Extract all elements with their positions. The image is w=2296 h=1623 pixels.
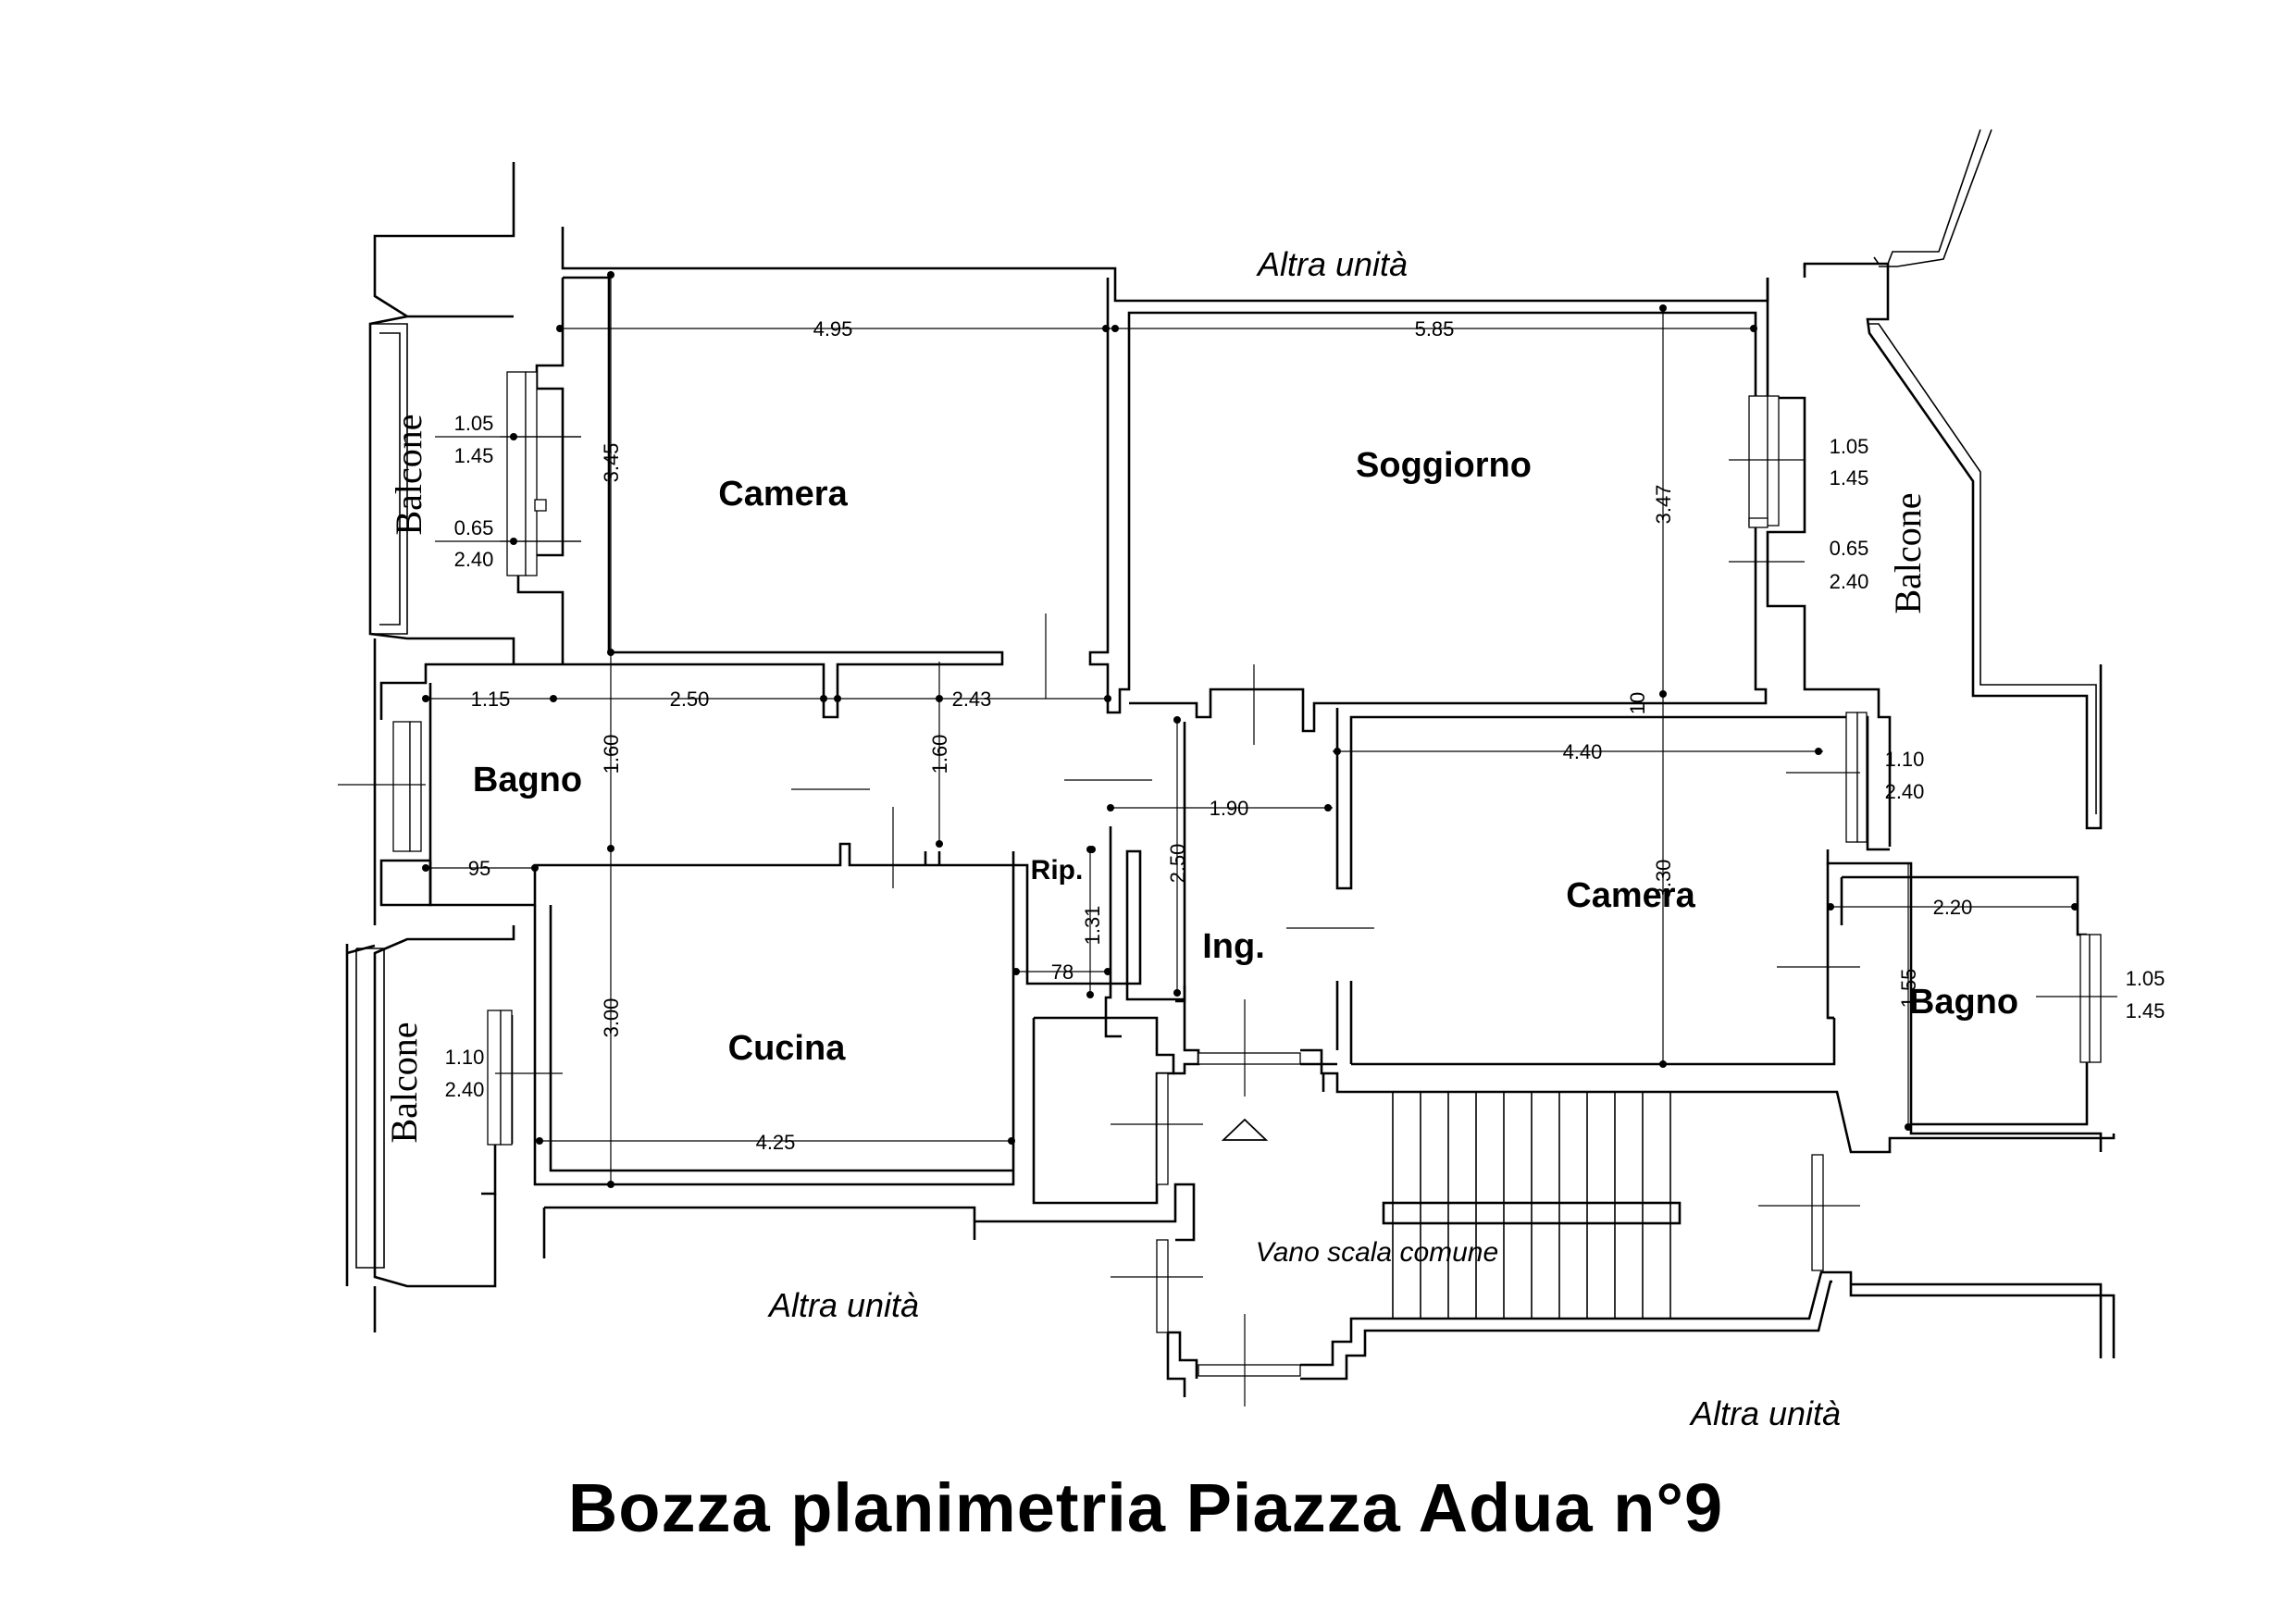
note-vano-scala: Vano scala comune <box>1256 1237 1498 1268</box>
dim-bagno-w-height: 1.60 <box>600 735 623 774</box>
dim-bagno-w-bottom: 95 <box>468 857 490 880</box>
room-camera-e: Camera <box>1566 876 1695 915</box>
dim-win-w-top-a: 1.05 <box>454 412 494 435</box>
dim-rip-width: 78 <box>1051 960 1074 984</box>
dim-win-w-top-c: 0.65 <box>454 516 494 539</box>
dim-rip-height: 1.31 <box>1081 906 1104 946</box>
windows <box>392 371 2102 1377</box>
dim-win-bagno-e-a: 1.05 <box>2126 967 2166 990</box>
entrance-arrow-icon <box>1221 1118 1269 1141</box>
dim-win-w-top-d: 2.40 <box>454 548 494 571</box>
dimension-dots <box>422 271 2079 1188</box>
room-camera-nw: Camera <box>718 475 848 514</box>
note-altra-unita-top: Altra unità <box>1256 245 1408 283</box>
note-altra-unita-bottom-left: Altra unità <box>767 1286 919 1324</box>
dim-camera-e-width: 4.40 <box>1563 740 1603 763</box>
dim-camera-nw-width: 4.95 <box>813 317 853 341</box>
dim-cucina-height: 3.00 <box>600 998 623 1038</box>
dim-corr-width: 2.50 <box>670 688 710 711</box>
dim-corr-b: 2.43 <box>952 688 992 711</box>
dim-ing-width: 1.90 <box>1210 797 1249 820</box>
dim-win-cucina-b: 2.40 <box>445 1078 485 1101</box>
room-ripostiglio: Rip. <box>1031 855 1084 886</box>
balconies <box>345 129 2103 1332</box>
dim-win-e-top-c: 0.65 <box>1830 537 1869 560</box>
balcony-west-bottom-label: Balcone <box>383 1022 425 1143</box>
balcony-west-top-label: Balcone <box>388 414 429 535</box>
dim-win-cucina-a: 1.10 <box>445 1046 485 1069</box>
dim-win-camera-e-a: 1.10 <box>1885 748 1925 771</box>
dim-camera-nw-height: 3.45 <box>600 443 623 483</box>
page-title: Bozza planimetria Piazza Adua n°9 <box>568 1469 1723 1546</box>
dimension-lines <box>424 273 2078 1184</box>
room-bagno-e: Bagno <box>1909 983 2018 1022</box>
dim-ing-height: 2.50 <box>1166 844 1189 884</box>
room-cucina: Cucina <box>728 1029 847 1068</box>
balcony-east-label: Balcone <box>1887 492 1929 613</box>
dim-camera-e-height: 3.30 <box>1652 860 1675 899</box>
dim-win-e-top-b: 1.45 <box>1830 466 1869 489</box>
dim-corr-height: 1.60 <box>928 735 951 774</box>
dim-bagno-e-width: 2.20 <box>1933 896 1973 919</box>
stair-treads <box>1392 1092 1671 1319</box>
dim-win-w-top-b: 1.45 <box>454 444 494 467</box>
dim-cucina-width: 4.25 <box>756 1131 796 1154</box>
dim-win-bagno-e-b: 1.45 <box>2126 999 2166 1022</box>
dim-bagno-e-height: 1.55 <box>1897 969 1920 1009</box>
dim-wall-10: 10 <box>1626 692 1649 714</box>
dim-soggiorno-width: 5.85 <box>1415 317 1455 341</box>
room-bagno-w: Bagno <box>473 761 582 799</box>
room-soggiorno: Soggiorno <box>1356 446 1532 485</box>
dim-win-e-top-d: 2.40 <box>1830 570 1869 593</box>
dimension-labels: 4.95 5.85 3.45 3.47 1.05 1.45 0.65 2.40 … <box>445 317 2166 1154</box>
note-altra-unita-bottom-right: Altra unità <box>1689 1394 1841 1432</box>
room-ingresso: Ing. <box>1202 927 1265 966</box>
dim-soggiorno-height: 3.47 <box>1652 485 1675 525</box>
dim-bagno-w-a: 1.15 <box>471 688 511 711</box>
dim-win-e-top-a: 1.05 <box>1830 435 1869 458</box>
dim-win-camera-e-b: 2.40 <box>1885 780 1925 803</box>
